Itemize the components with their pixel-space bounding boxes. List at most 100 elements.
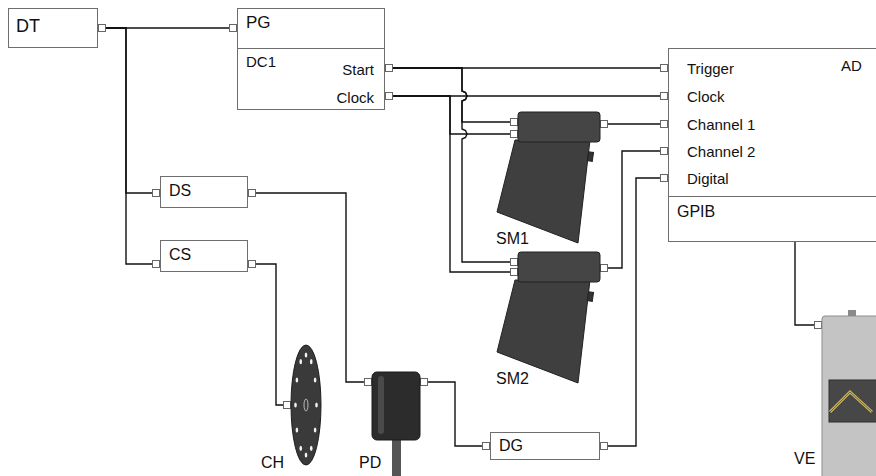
port-label: Clock (336, 89, 374, 106)
node-name: DG (499, 437, 523, 455)
connector-port (601, 265, 608, 272)
node-name: CH (261, 454, 284, 472)
vessel-window (829, 380, 876, 422)
connector-port (99, 25, 106, 32)
chopper-slot (299, 446, 302, 451)
meter-head (518, 112, 600, 142)
connector-port (153, 190, 160, 197)
port-label: Start (342, 61, 374, 78)
ch-drawing (291, 345, 321, 465)
device-figure: VE (822, 316, 876, 476)
detector-body (372, 372, 420, 440)
device-figure: CH (291, 345, 321, 465)
meter-handle (497, 140, 590, 243)
vessel-optic (830, 392, 872, 412)
meter-button (587, 292, 593, 302)
connector-port (661, 121, 668, 128)
connector-port (365, 379, 372, 386)
signal-wire (248, 264, 291, 405)
connector-port (601, 443, 608, 450)
detector-shine (378, 376, 384, 434)
port-label: Digital (687, 170, 729, 187)
connector-port (99, 25, 106, 32)
sm-drawing (518, 252, 600, 282)
connector-port (386, 93, 393, 100)
connector-port (601, 121, 608, 128)
instrument-box: GPIB (668, 196, 876, 242)
connector-port (483, 443, 490, 450)
connector-port (153, 261, 160, 268)
node-name: AD (841, 57, 862, 74)
node-name: PG (246, 13, 271, 33)
chopper-slot (314, 427, 317, 432)
signal-wire (98, 28, 160, 193)
signal-wire (385, 68, 518, 122)
device-figure: PD (372, 372, 420, 440)
instrument-box: DG (490, 432, 600, 460)
device-figure: SM2 (518, 252, 600, 282)
node-name: GPIB (677, 203, 715, 221)
chopper-slot (315, 402, 318, 407)
connector-port (386, 93, 393, 100)
connector-port (815, 322, 822, 329)
connector-port (511, 119, 518, 126)
node-name: DC1 (246, 53, 276, 70)
connector-port (249, 261, 256, 268)
device-figure: SM1 (518, 112, 600, 142)
connector-port (661, 65, 668, 72)
node-name: VE (794, 450, 815, 468)
node-name: SM2 (496, 370, 529, 388)
pd-drawing (372, 372, 420, 440)
chopper-slot (305, 452, 308, 457)
connector-port (284, 402, 291, 409)
chopper-slot (296, 377, 299, 382)
chopper-disk (291, 345, 321, 465)
connector-port (249, 190, 256, 197)
node-name: DT (16, 16, 40, 37)
connector-port (661, 175, 668, 182)
port-label: Clock (687, 88, 725, 105)
connector-port (99, 25, 106, 32)
instrument-box: AD TriggerClockChannel 1 Channel 2 Digital (668, 48, 876, 197)
node-name: DS (169, 182, 191, 200)
ve-drawing (822, 316, 876, 476)
connector-port (386, 93, 393, 100)
signal-wire (600, 178, 668, 446)
port-label: Channel 1 (687, 116, 755, 133)
connector-port (386, 65, 393, 72)
node-name: CS (169, 246, 191, 264)
signal-wire (600, 123, 668, 124)
vessel-optic-core (830, 392, 872, 412)
connector-port (511, 269, 518, 276)
node-name: SM1 (496, 230, 529, 248)
instrument-box: PG (237, 8, 385, 49)
connector-port (661, 93, 668, 100)
vessel-body (822, 316, 876, 476)
meter-handle (497, 280, 590, 383)
signal-wire (385, 96, 518, 134)
signal-wire (98, 28, 160, 264)
chopper-slot (310, 359, 313, 364)
instrument-box: DC1 StartClock (237, 48, 385, 110)
instrument-box: DS (160, 176, 248, 208)
connector-port (661, 148, 668, 155)
chopper-slot (305, 352, 308, 357)
chopper-slot (310, 446, 313, 451)
connector-port (511, 131, 518, 138)
chopper-slot (294, 402, 297, 407)
chopper-slot (314, 377, 317, 382)
meter-button (587, 152, 593, 162)
instrument-box: DT (8, 8, 98, 48)
instrument-box: CS (160, 240, 248, 272)
chopper-slot (296, 427, 299, 432)
port-label: Trigger (687, 60, 734, 77)
connector-port (421, 379, 428, 386)
detector-stem (392, 438, 401, 476)
port-label: Channel 2 (687, 143, 755, 160)
connector-port (386, 65, 393, 72)
connector-port (230, 25, 237, 32)
node-name: PD (359, 454, 381, 472)
connector-port (511, 259, 518, 266)
